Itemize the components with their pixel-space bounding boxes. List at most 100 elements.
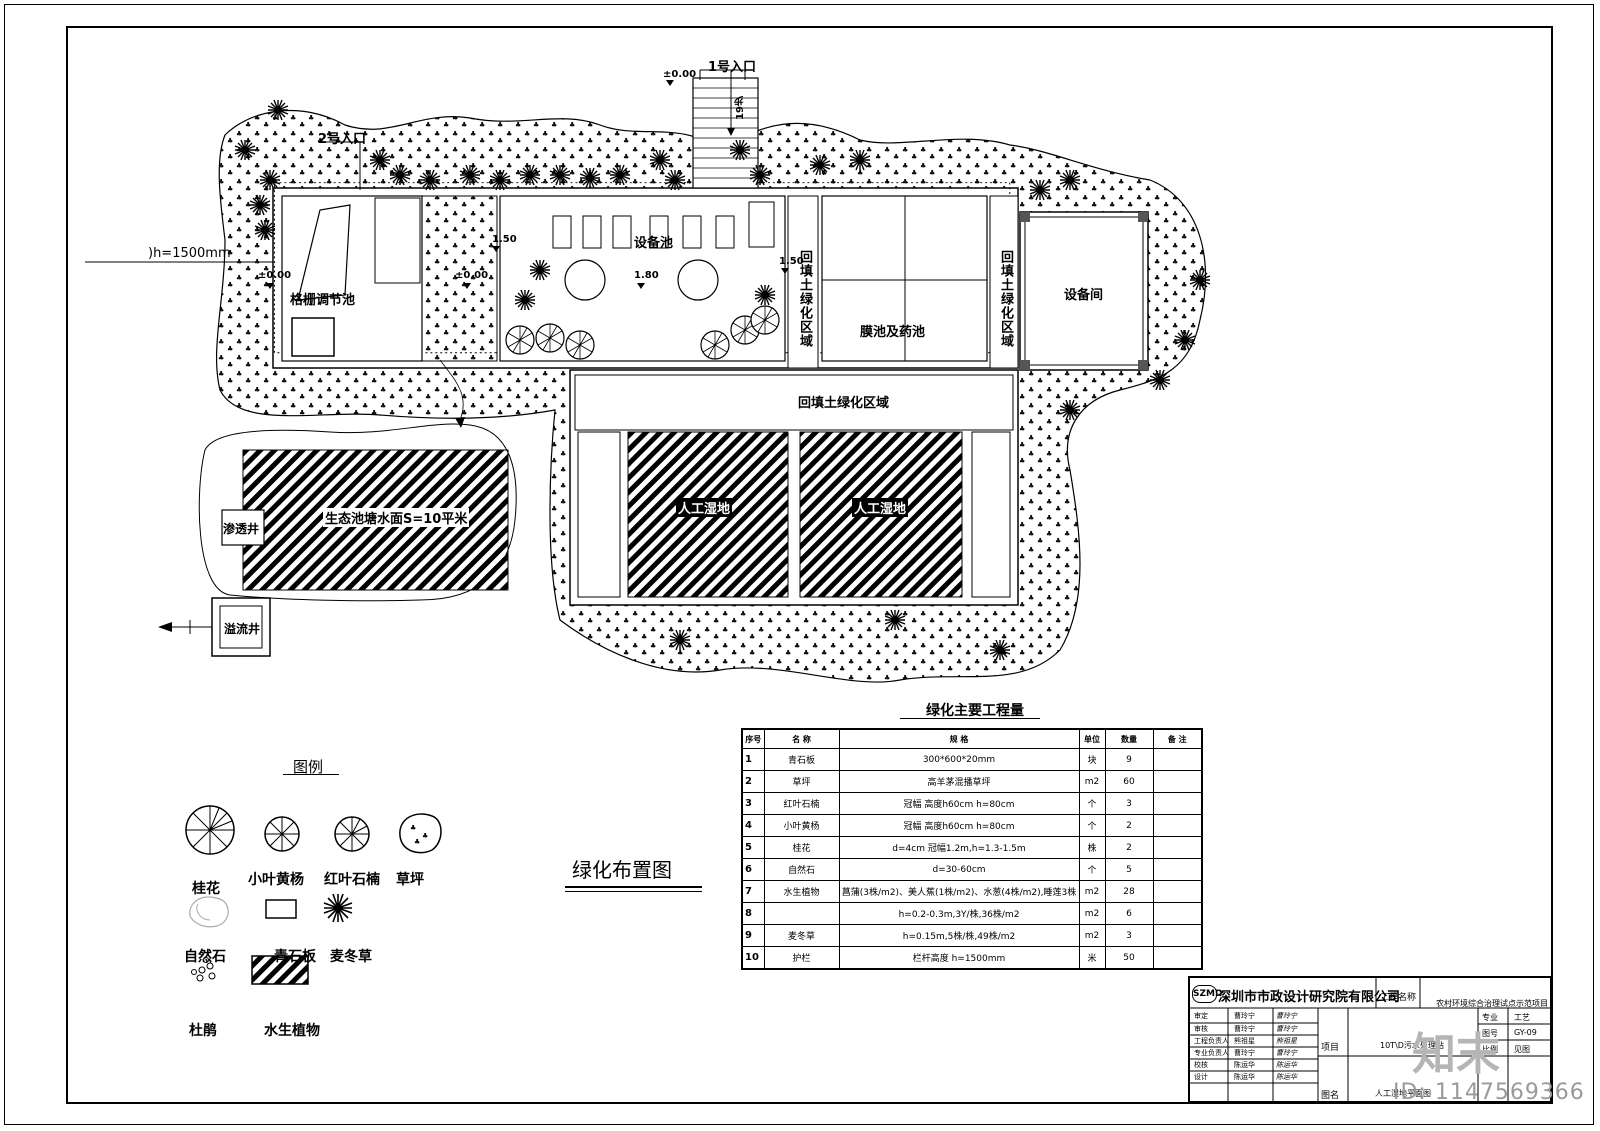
table-cell: 6	[1104, 902, 1154, 925]
table-cell	[1152, 880, 1203, 903]
drawing-name-value: 人工湿地平面图	[1375, 1089, 1431, 1098]
table-cell: 护栏	[763, 946, 840, 970]
title-block-signer: 陈运华	[1234, 1073, 1255, 1081]
table-cell	[1152, 902, 1203, 925]
quantity-table-title-underline	[900, 718, 1040, 719]
sheet-outer-border	[4, 4, 1594, 1125]
title-block-signature: 陈运华	[1276, 1061, 1297, 1069]
table-cell	[1152, 924, 1203, 947]
table-cell: h=0.2-0.3m,3Y/株,36株/m2	[838, 902, 1080, 925]
title-block-signature: 曹玲宁	[1276, 1025, 1297, 1033]
title-block-right-label: 图号	[1482, 1029, 1498, 1038]
table-cell: 3	[1104, 792, 1154, 815]
table-cell: 60	[1104, 770, 1154, 793]
title-block-right-label: 比例	[1482, 1045, 1498, 1054]
table-header-cell: 序号	[741, 728, 765, 749]
drawing-name-label: 图名	[1321, 1091, 1340, 1101]
title-block-role: 校核	[1194, 1061, 1208, 1069]
watermark-logo: 知末	[1412, 1029, 1500, 1080]
legend-azalea-label: 杜鹃	[189, 1023, 217, 1039]
table-cell	[763, 902, 840, 925]
legend-natural-stone-label: 自然石	[184, 949, 226, 965]
svg-text:♣: ♣	[414, 838, 420, 846]
backfill-vertical-label-1: 回填土绿化区域	[797, 250, 812, 348]
title-block-signer: 陈运华	[1234, 1061, 1255, 1069]
table-cell: 7	[741, 880, 765, 903]
title-block-role: 设计	[1194, 1073, 1208, 1081]
seepage-well-label: 渗透井	[223, 522, 260, 536]
legend-bluestone-slab-label: 青石板	[274, 949, 316, 965]
title-block-signer: 熊祖星	[1234, 1037, 1255, 1045]
project-name-label: 工程名称	[1380, 993, 1417, 1003]
table-cell: d=4cm 冠幅1.2m,h=1.3-1.5m	[838, 836, 1080, 859]
table-cell: 冠幅 高度h60cm h=80cm	[838, 814, 1080, 837]
title-block-right-value: 工艺	[1514, 1013, 1530, 1022]
elevation-180-label: 1.80	[634, 270, 659, 281]
table-header-cell: 单位	[1078, 728, 1106, 749]
title-block-right-label: 专业	[1482, 1013, 1498, 1022]
table-cell: 2	[1104, 836, 1154, 859]
table-cell: 菖蒲(3株/m2)、美人蕉(1株/m2)、水葱(4株/m2),睡莲3株	[838, 880, 1080, 903]
table-cell	[1152, 946, 1203, 970]
table-cell	[1152, 748, 1203, 771]
table-cell: 青石板	[763, 748, 840, 771]
table-cell: 冠幅 高度h60cm h=80cm	[838, 792, 1080, 815]
title-block-signature: 曹玲宁	[1276, 1049, 1297, 1057]
elevation-150-label-b: 1.50	[779, 256, 804, 267]
table-cell: 1	[741, 748, 765, 771]
lilyturf-icon	[323, 893, 353, 923]
title-block-role: 工程负责人	[1194, 1037, 1229, 1045]
wetland-1-label: 人工湿地	[676, 498, 733, 517]
project-name: 农村环境综合治理试点示范项目	[1436, 999, 1548, 1008]
table-cell: 株	[1078, 836, 1106, 859]
photinia-icon	[334, 816, 370, 852]
table-cell: 栏杆高度 h=1500mm	[838, 946, 1080, 970]
legend-symbols: ♣♣♣	[185, 805, 442, 985]
table-header-cell: 名 称	[763, 728, 840, 749]
table-cell: 麦冬草	[763, 924, 840, 947]
title-block-role: 审核	[1194, 1025, 1208, 1033]
height-note-label: )h=1500mm	[148, 246, 231, 261]
elevation-mid-label: ±0.00	[455, 270, 489, 281]
table-cell: m2	[1078, 880, 1106, 903]
table-cell: 自然石	[763, 858, 840, 881]
natural-stone-icon	[189, 896, 229, 928]
membrane-tank-label: 膜池及药池	[860, 325, 926, 340]
table-cell	[1152, 814, 1203, 837]
table-cell: 米	[1078, 946, 1106, 970]
legend-title-underline	[283, 774, 339, 775]
table-cell: m2	[1078, 902, 1106, 925]
bluestone-slab-icon	[265, 899, 297, 919]
table-header-cell: 数量	[1104, 728, 1154, 749]
table-cell	[1152, 792, 1203, 815]
stairs-label: 19步	[735, 96, 746, 120]
quantity-table-title: 绿化主要工程量	[926, 703, 1024, 719]
entrance-1-label: 1号入口	[708, 60, 757, 75]
legend-boxwood-label: 小叶黄杨	[248, 872, 304, 888]
table-cell: 个	[1078, 792, 1106, 815]
entrance-2-label: 2号入口	[318, 132, 367, 147]
table-cell	[1152, 858, 1203, 881]
legend-lilyturf-label: 麦冬草	[330, 949, 372, 965]
table-cell: m2	[1078, 924, 1106, 947]
table-cell: d=30-60cm	[838, 858, 1080, 881]
backfill-vertical-label-2: 回填土绿化区域	[998, 250, 1013, 348]
table-cell: m2	[1078, 770, 1106, 793]
table-cell: 2	[1104, 814, 1154, 837]
watermark-id: ID: 1147569366	[1393, 1080, 1585, 1105]
table-cell: 300*600*20mm	[838, 748, 1080, 771]
equipment-tank-label: 设备池	[634, 236, 674, 251]
lawn-icon: ♣♣♣	[399, 813, 442, 854]
wetland-2-label: 人工湿地	[852, 498, 909, 517]
grille-tank-label: 格栅调节池	[290, 293, 356, 308]
azalea-icon	[191, 957, 216, 982]
